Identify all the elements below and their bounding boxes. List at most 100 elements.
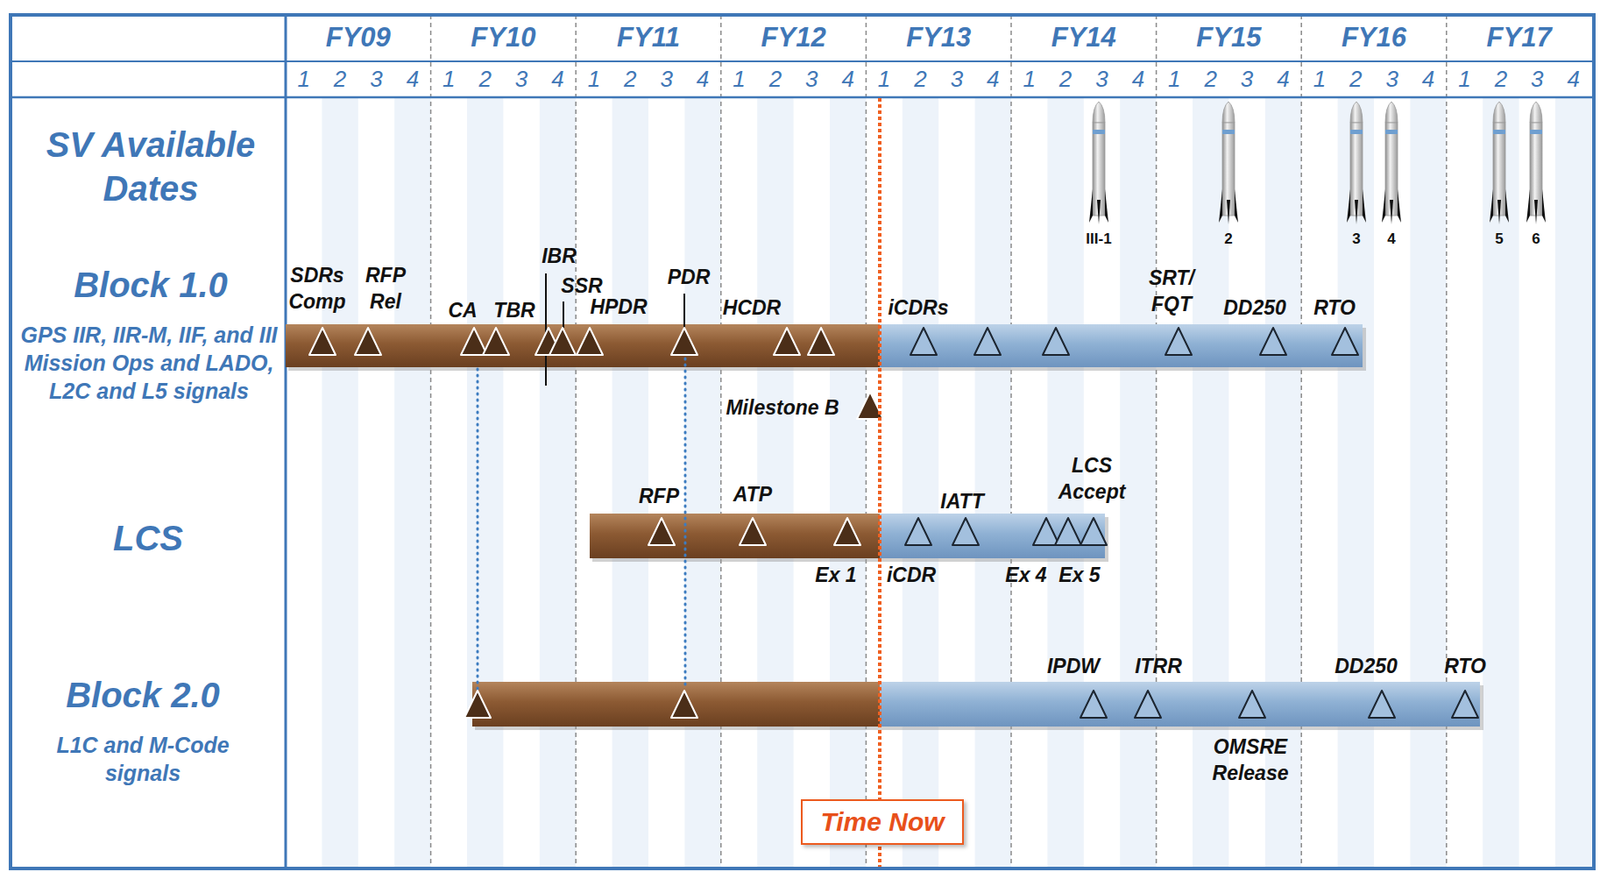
row-title: LCS — [113, 516, 184, 560]
milestone-label: CA — [447, 297, 477, 325]
quarter-number: 1 — [297, 65, 310, 93]
milestone-triangle — [671, 690, 698, 718]
quarter-number: 3 — [369, 65, 383, 93]
schedule-bars — [285, 324, 1480, 727]
completed-bar — [472, 681, 880, 727]
quarter-number: 1 — [442, 65, 455, 93]
quarter-number: 2 — [478, 65, 491, 93]
quarter-number: 4 — [1566, 65, 1579, 93]
quarter-number: 2 — [913, 65, 927, 93]
fiscal-year-label: FY09 — [325, 21, 391, 54]
quarter-number: 4 — [1276, 65, 1289, 93]
milestone-label: RTO — [1444, 653, 1487, 680]
milestone-triangle — [1451, 690, 1479, 718]
milestone-triangle — [648, 517, 675, 546]
milestone-label: ITRR — [1134, 653, 1183, 680]
milestone-label: RTO — [1313, 295, 1356, 322]
completed-bar — [589, 513, 880, 559]
milestone-triangle — [549, 327, 576, 355]
milestone-triangle — [309, 327, 336, 355]
fiscal-year-label: FY12 — [761, 21, 827, 54]
quarter-number: 1 — [1458, 65, 1471, 93]
milestone-label: IBR — [541, 243, 577, 270]
milestone-triangle — [1331, 327, 1359, 355]
milestone-label: RFP — [638, 483, 680, 510]
milestone-label: LCS Accept — [1047, 453, 1136, 506]
quarter-number: 3 — [950, 65, 963, 93]
quarter-number: 3 — [515, 65, 528, 93]
quarter-number: 1 — [1022, 65, 1035, 93]
milestone-label: iCDR — [886, 562, 936, 589]
milestone-triangle — [1260, 327, 1287, 355]
row-title: SV Available Dates — [28, 122, 274, 211]
milestone-label: PDR — [667, 264, 711, 291]
milestone-triangle — [739, 517, 766, 546]
fiscal-year-label: FY14 — [1051, 21, 1117, 54]
quarter-number: 4 — [696, 65, 709, 93]
milestone-label: Ex 4 — [1005, 562, 1047, 589]
quarter-number: 1 — [732, 65, 745, 93]
quarter-number: 4 — [986, 65, 999, 93]
quarter-number: 3 — [1240, 65, 1254, 93]
quarter-number: 3 — [1385, 65, 1398, 93]
milestone-triangle — [1238, 690, 1266, 718]
milestone-triangle — [1080, 517, 1107, 546]
milestone-triangle — [952, 517, 979, 546]
quarter-number: 1 — [1168, 65, 1181, 93]
milestone-triangle — [671, 327, 698, 355]
planned-bar — [879, 513, 1105, 559]
milestone-triangle — [1054, 517, 1082, 546]
milestone-triangle — [834, 517, 861, 546]
bar-shadows — [288, 327, 1484, 730]
quarter-number: 2 — [1059, 65, 1072, 93]
milestone-label: TBR — [493, 297, 535, 325]
rocket-icon — [1381, 101, 1402, 225]
vehicle-number: 4 — [1387, 229, 1395, 249]
vehicle-number: 5 — [1494, 229, 1503, 249]
milestone-label: Milestone B — [725, 395, 839, 422]
milestone-label: IPDW — [1047, 653, 1100, 680]
time-now-text: Time Now — [820, 806, 944, 838]
milestone-triangle — [807, 327, 835, 355]
quarter-number: 2 — [1494, 65, 1508, 93]
quarter-number: 2 — [769, 65, 782, 93]
milestone-triangle — [1042, 327, 1070, 355]
quarter-number: 3 — [805, 65, 818, 93]
milestone-triangles — [309, 327, 1479, 718]
quarter-number: 2 — [1349, 65, 1362, 93]
quarter-number: 2 — [623, 65, 637, 93]
milestone-triangle — [1134, 690, 1162, 718]
fiscal-year-label: FY17 — [1486, 21, 1552, 54]
quarter-number: 3 — [1530, 65, 1544, 93]
milestone-label: RFP Rel — [359, 262, 412, 316]
milestone-triangle — [1165, 327, 1192, 355]
rocket-icon — [1346, 101, 1367, 225]
leader-lines — [545, 273, 685, 386]
milestone-label: IATT — [940, 488, 984, 516]
link-dotted-lines — [477, 358, 686, 689]
fiscal-year-label: FY11 — [616, 21, 680, 54]
quarter-number: 2 — [333, 65, 347, 93]
rocket-icon — [1218, 101, 1239, 225]
milestone-label: HCDR — [722, 295, 781, 322]
milestone-triangle — [910, 327, 937, 355]
row-title: Block 1.0 — [73, 262, 228, 307]
milestone-triangle — [1080, 690, 1107, 718]
quarter-stripes — [321, 97, 1592, 869]
milestone-label: ATP — [733, 481, 772, 509]
milestone-label: SRT/ FQT — [1145, 265, 1198, 319]
milestone-triangle — [576, 327, 603, 355]
time-now-line — [877, 98, 882, 867]
milestone-label: DD250 — [1223, 295, 1287, 322]
quarter-number: 1 — [1313, 65, 1326, 93]
quarter-number: 1 — [877, 65, 891, 93]
milestone-triangle — [354, 327, 382, 355]
milestone-triangle — [1368, 690, 1395, 718]
quarter-number: 1 — [587, 65, 601, 93]
milestone-label: Ex 5 — [1058, 562, 1100, 589]
fiscal-year-label: FY15 — [1196, 21, 1261, 54]
milestone-triangle — [905, 517, 932, 546]
row-title: Block 2.0 — [65, 672, 220, 717]
rockets — [1089, 101, 1546, 225]
row-description: GPS IIR, IIR-M, IIF, and III Mission Ops… — [17, 320, 281, 405]
